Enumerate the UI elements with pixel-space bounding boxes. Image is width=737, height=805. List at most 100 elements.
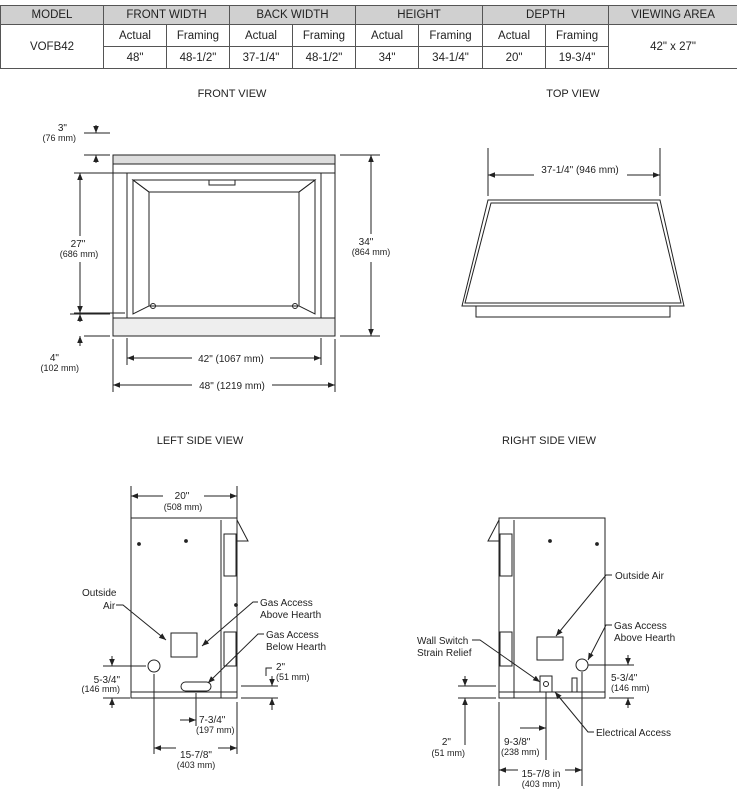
left-air-h-mm: (146 mm): [81, 684, 120, 694]
front-top-clear-label: 3": [58, 123, 68, 134]
right-gas-above-label-2: Above Hearth: [614, 633, 675, 644]
front-bottom-clear-mm: (102 mm): [40, 363, 79, 373]
front-firebox-right-wall: [298, 179, 316, 315]
header-back-width: BACK WIDTH: [228, 5, 357, 25]
left-depth-label: 20": [175, 491, 190, 502]
left-rivet-2: [184, 539, 188, 543]
front-outer-frame: [112, 154, 336, 337]
header-viewing-area: VIEWING AREA: [608, 5, 737, 25]
left-bracket-upper: [223, 533, 237, 577]
left-gas-access-below: [180, 681, 212, 692]
cell-back-framing: 48-1/2": [291, 46, 357, 69]
left-outside-air-label-2: Air: [103, 601, 116, 612]
right-view-title: RIGHT SIDE VIEW: [502, 435, 597, 447]
left-front-flange: [236, 519, 249, 542]
left-base-plate: [130, 691, 238, 699]
front-open-w-label: 42" (1067 mm): [198, 354, 264, 365]
right-air-h-label: 5-3/4": [611, 673, 638, 684]
left-air-off-mm: (403 mm): [177, 760, 216, 770]
table-header-row: MODEL FRONT WIDTH BACK WIDTH HEIGHT DEPT…: [0, 5, 737, 25]
front-overall-w-label: 48" (1219 mm): [199, 381, 265, 392]
right-switch-leader: [472, 639, 541, 683]
front-bottom-clear-label: 4": [50, 353, 60, 364]
front-firebox-top: [131, 179, 317, 193]
front-firebox-left-wall: [132, 179, 150, 315]
right-outside-air-leader: [555, 574, 612, 637]
left-gas-below-label-2: Below Hearth: [266, 642, 326, 653]
right-rivet-1: [548, 539, 552, 543]
right-rivet-2: [595, 542, 599, 546]
right-elec-off-label: 9-3/8": [504, 737, 531, 748]
top-view-title: TOP VIEW: [546, 88, 600, 100]
right-body-outline: [498, 517, 606, 699]
cell-viewing-area: 42" x 27": [608, 24, 737, 69]
header-depth: DEPTH: [482, 5, 610, 25]
spec-table: MODEL FRONT WIDTH BACK WIDTH HEIGHT DEPT…: [0, 5, 737, 69]
left-rivet-3: [234, 603, 238, 607]
left-outside-air-leader: [116, 604, 167, 641]
cell-front-framing: 48-1/2": [166, 46, 230, 69]
left-gas-below-label-1: Gas Access: [266, 630, 319, 641]
cell-back-actual-label: Actual: [229, 24, 293, 47]
left-rivet-1: [137, 542, 141, 546]
front-top-lintel: [112, 154, 336, 165]
right-elec-off-mm: (238 mm): [501, 747, 540, 757]
right-gas-access-hole: [575, 658, 589, 672]
front-open-h-label: 27": [71, 239, 86, 250]
left-gas-below-leader: [207, 633, 264, 684]
front-open-h-mm: (686 mm): [60, 249, 99, 259]
cell-back-actual: 37-1/4": [229, 46, 293, 69]
table-value-row: 48" 48-1/2" 37-1/4" 48-1/2" 34" 34-1/4" …: [1, 46, 737, 69]
top-view: TOP VIEW 37-1/4" (946 mm): [461, 88, 685, 318]
left-gas-above-label-2: Above Hearth: [260, 610, 321, 621]
header-front-width: FRONT WIDTH: [103, 5, 230, 25]
right-bracket-upper: [499, 533, 513, 577]
front-firebox-opening: [126, 172, 322, 319]
left-gas-h-bracket: [265, 667, 272, 676]
right-strain-relief: [543, 681, 549, 687]
front-bottom-base: [112, 317, 336, 337]
right-bracket-lower: [499, 631, 513, 667]
left-gas-access-above: [170, 632, 198, 658]
right-gas-above-leader: [587, 624, 612, 661]
top-body-inner: [464, 202, 682, 304]
right-switch-slot: [571, 677, 578, 693]
right-air-h-mm: (146 mm): [611, 683, 650, 693]
left-outside-air-hole: [147, 659, 161, 673]
right-outside-air-label: Outside Air: [615, 571, 665, 582]
right-side-view: RIGHT SIDE VIEW Outside Air Gas Access A…: [417, 435, 675, 789]
right-switch-label-1: Wall Switch: [417, 636, 468, 647]
header-model: MODEL: [0, 5, 104, 25]
left-side-view: LEFT SIDE VIEW 20" (508 mm) Outside Air …: [81, 435, 326, 770]
left-gas-h-label: 2": [276, 662, 286, 673]
front-right-screw: [292, 303, 298, 309]
cell-depth-framing: 19-3/4": [545, 46, 610, 69]
front-top-clear-mm: (76 mm): [43, 133, 77, 143]
top-back-width-label: 37-1/4" (946 mm): [541, 165, 618, 176]
left-air-off-label: 15-7/8": [180, 750, 212, 761]
right-outside-air-panel: [536, 636, 564, 661]
cell-depth-framing-label: Framing: [545, 24, 610, 47]
front-overall-h-mm: (864 mm): [352, 247, 391, 257]
left-gas-above-label-1: Gas Access: [260, 598, 313, 609]
right-electrical-label: Electrical Access: [596, 728, 671, 739]
table-sub-row: VOFB42 Actual Framing Actual Framing Act…: [0, 24, 737, 69]
right-front-flange: [487, 519, 500, 542]
left-gas-h-mm: (51 mm): [276, 672, 310, 682]
top-body-outline: [461, 199, 685, 307]
left-view-title: LEFT SIDE VIEW: [157, 435, 244, 447]
front-firebox-back: [148, 191, 300, 307]
front-overall-h-label: 34": [359, 237, 374, 248]
front-view-title: FRONT VIEW: [198, 88, 267, 100]
right-base-plate: [498, 691, 606, 699]
right-electrical-box: [539, 675, 553, 693]
cell-depth-actual: 20": [482, 46, 547, 69]
cell-height-framing: 34-1/4": [418, 46, 484, 69]
right-gas-above-label-1: Gas Access: [614, 621, 667, 632]
front-damper-tab: [208, 179, 236, 186]
left-bracket-lower: [223, 631, 237, 667]
cell-model: VOFB42: [0, 24, 104, 69]
right-air-off-label: 15-7/8 in: [522, 769, 561, 780]
left-outside-air-label-1: Outside: [82, 588, 117, 599]
